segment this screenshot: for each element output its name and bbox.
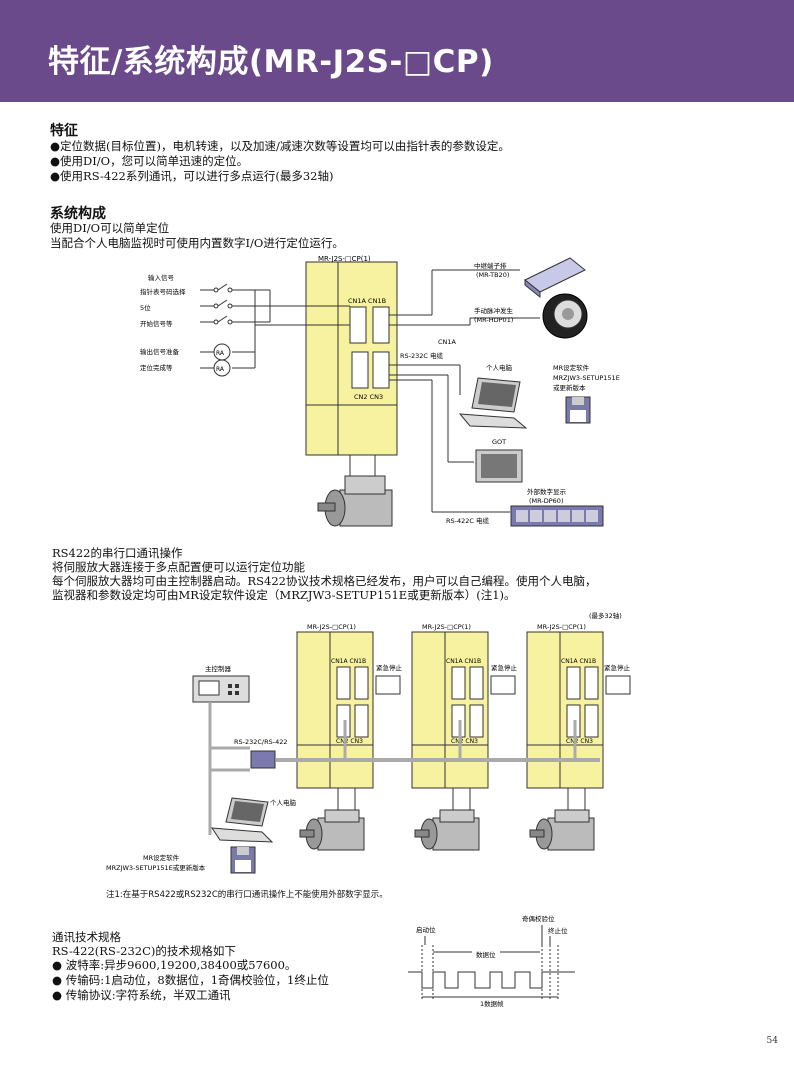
- svg-text:CN1A CN1B: CN1A CN1B: [331, 658, 366, 665]
- relay-terminal-icon: [524, 257, 586, 299]
- servo-motor-3-icon: [529, 788, 595, 851]
- software2-label-1: MR设定软件: [143, 853, 180, 862]
- start-bit-label: 启动位: [416, 925, 436, 934]
- frame-label: 1数据帧: [480, 999, 504, 1008]
- pc2-label: 个人电脑: [270, 798, 297, 807]
- multi-axis-diagram: (最多32轴) MR-J2S-□CP(1) CN1A CN1B CN2 CN3 …: [106, 611, 631, 874]
- svg-text:CN1A CN1B: CN1A CN1B: [561, 658, 596, 665]
- pulse-gen-label: 手动脉冲发生: [474, 306, 514, 315]
- comm-title: 通讯技术规格: [52, 930, 121, 944]
- amplifier-3: MR-J2S-□CP(1) CN1A CN1B CN2 CN3 紧急停止: [526, 623, 631, 789]
- system-diagram: MR-J2S-□CP(1) CN1A CN1B CN2 CN3 输入信号 指针表…: [140, 255, 620, 527]
- servo-motor-icon: [317, 455, 393, 527]
- comm-item-2: ● 传输码:1启动位，8数据位，1奇偶校验位，1终止位: [52, 973, 329, 987]
- got-icon: [475, 449, 523, 483]
- serial-line-2: 每个伺服放大器均可由主控制器启动。RS422协议技术规格已经发布，用户可以自己编…: [52, 574, 597, 588]
- converter-label: RS-232C/RS-422: [234, 738, 288, 746]
- relay-terminal-model: (MR-TB20): [476, 271, 509, 279]
- input-1: 指针表号码选择: [140, 287, 186, 296]
- ra-label-1: RA: [216, 350, 225, 357]
- svg-text:CN1A CN1B: CN1A CN1B: [446, 658, 481, 665]
- input-3: 开始信号等: [140, 319, 173, 328]
- page-header: 特征/系统构成(MR-J2S-□CP): [0, 0, 794, 102]
- max-axes-label: (最多32轴): [589, 611, 622, 620]
- svg-text:紧急停止: 紧急停止: [491, 663, 518, 672]
- cn2-label: CN2 CN3: [354, 393, 383, 401]
- main-controller-icon: [192, 675, 250, 703]
- software-label-3: 或更新版本: [553, 383, 586, 392]
- feature-item-3: ●使用RS-422系列通讯，可以进行多点运行(最多32轴): [50, 169, 334, 183]
- svg-text:CN2 CN3: CN2 CN3: [566, 738, 593, 745]
- amplifier-2: MR-J2S-□CP(1) CN1A CN1B CN2 CN3 紧急停止: [411, 623, 518, 789]
- rs422c-cable-label: RS-422C 电缆: [446, 516, 489, 525]
- software-label-1: MR设定软件: [553, 363, 590, 372]
- main-controller-label: 主控制器: [205, 664, 232, 673]
- software2-label-2: MRZJW3-SETUP151E或更新版本: [106, 863, 206, 872]
- output-2: 定位完成等: [140, 363, 173, 372]
- system-desc: 当配合个人电脑监视时可使用内置数字I/O进行定位运行。: [50, 236, 344, 250]
- feature-item-1: ●定位数据(目标位置)，电机转速，以及加速/减速次数等设置均可以由指针表的参数设…: [50, 139, 510, 153]
- pc-icon: [458, 377, 528, 429]
- got-label: GOT: [492, 438, 506, 446]
- page-title: 特征/系统构成(MR-J2S-□CP): [48, 44, 494, 80]
- input-signal-label: 输入信号: [148, 273, 175, 282]
- svg-text:CN2 CN3: CN2 CN3: [451, 738, 478, 745]
- svg-text:紧急停止: 紧急停止: [376, 663, 403, 672]
- cn1-label: CN1A CN1B: [348, 297, 386, 305]
- input-2: 5位: [140, 303, 151, 312]
- floppy-disk-icon: [565, 396, 591, 424]
- amplifier-1: MR-J2S-□CP(1) CN1A CN1B CN2 CN3 紧急停止: [296, 623, 403, 789]
- data-bits-label: 数据位: [476, 950, 496, 959]
- comm-subtitle: RS-422(RS-232C)的技术规格如下: [52, 944, 236, 958]
- pulse-gen-model: (MR-HDP01): [474, 316, 513, 324]
- system-title: 系统构成: [50, 206, 106, 222]
- svg-text:紧急停止: 紧急停止: [604, 663, 631, 672]
- comm-item-3: ● 传输协议:字符系统，半双工通讯: [52, 988, 231, 1002]
- comm-item-1: ● 波特率:异步9600,19200,38400或57600。: [52, 958, 297, 972]
- servo-motor-1-icon: [299, 788, 365, 851]
- servo-motor-2-icon: [414, 788, 480, 851]
- ra-label-2: RA: [216, 366, 225, 373]
- converter-icon: [250, 750, 276, 769]
- timing-diagram: 奇偶校验位 启动位 终止位 数据位 1数据帧: [408, 914, 575, 1008]
- serial-line-1: 将伺服放大器连接于多点配置便可以运行定位功能: [52, 560, 305, 574]
- svg-text:MR-J2S-□CP(1): MR-J2S-□CP(1): [422, 623, 471, 631]
- ext-display-label-1: 外部数字显示: [527, 487, 567, 496]
- page-number: 54: [766, 1036, 778, 1046]
- serial-line-3: 监视器和参数设定均可由MR设定软件设定（MRZJW3-SETUP151E或更新版…: [52, 588, 516, 602]
- relay-terminal-label: 中继端子排: [474, 261, 507, 270]
- pulse-generator-icon: [542, 293, 588, 339]
- cn1a-label: CN1A: [438, 338, 457, 346]
- svg-text:CN2 CN3: CN2 CN3: [336, 738, 363, 745]
- system-subtitle: 使用DI/O可以简单定位: [50, 221, 170, 235]
- stop-bit-label: 终止位: [548, 926, 568, 935]
- ext-display-icon: [510, 505, 604, 527]
- pc2-icon: [211, 797, 274, 843]
- rs232c-cable-label: RS-232C 电缆: [400, 351, 443, 360]
- amplifier-label: MR-J2S-□CP(1): [318, 255, 371, 263]
- ext-display-label-2: (MR-DP60): [529, 497, 563, 505]
- features-title: 特征: [50, 123, 78, 139]
- floppy-disk-2-icon: [230, 846, 256, 874]
- output-1: 输出信号准备: [140, 347, 180, 356]
- pc-label: 个人电脑: [486, 363, 513, 372]
- svg-text:MR-J2S-□CP(1): MR-J2S-□CP(1): [537, 623, 586, 631]
- footnote: 注1:在基于RS422或RS232C的串行口通讯操作上不能使用外部数字显示。: [106, 890, 388, 900]
- feature-item-2: ●使用DI/O，您可以简单迅速的定位。: [50, 154, 249, 168]
- software-label-2: MRZJW3-SETUP151E: [553, 374, 620, 382]
- svg-text:MR-J2S-□CP(1): MR-J2S-□CP(1): [307, 623, 356, 631]
- parity-label: 奇偶校验位: [522, 914, 555, 923]
- serial-title: RS422的串行口通讯操作: [52, 546, 183, 560]
